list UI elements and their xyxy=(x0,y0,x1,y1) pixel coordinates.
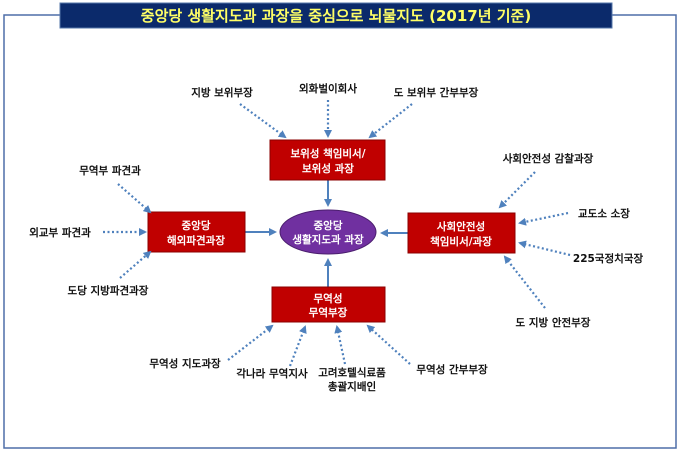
source-label: 도 보위부 간부부장 xyxy=(394,86,479,99)
source-label: 무역성 지도과장 xyxy=(149,357,221,370)
center-line1: 중앙당 xyxy=(314,219,343,232)
box-public-safety-line2: 책임비서/과장 xyxy=(430,235,492,248)
source-label: 외화벌이회사 xyxy=(299,82,357,95)
box-overseas-line1: 중앙당 xyxy=(182,219,211,232)
source-label: 교도소 소장 xyxy=(578,207,630,220)
dotted-arrow xyxy=(117,183,152,214)
source-label: 외교부 파견과 xyxy=(29,226,91,239)
dotted-arrow xyxy=(334,325,347,365)
dotted-arrow xyxy=(239,103,287,139)
dotted-arrow xyxy=(227,324,274,361)
dotted-arrow xyxy=(503,255,546,309)
source-label: 무역부 파견과 xyxy=(79,164,141,177)
frame-border xyxy=(3,14,677,449)
box-security-line1: 보위성 책임비서/ xyxy=(290,147,365,160)
box-security-line2: 보위성 과장 xyxy=(302,162,354,175)
source-label: 지방 보위부장 xyxy=(191,86,253,99)
center-line2: 생활지도과 과장 xyxy=(292,233,364,246)
source-label: 각나라 무역지사 xyxy=(236,367,308,380)
source-label: 무역성 간부부장 xyxy=(416,363,488,376)
dotted-arrow xyxy=(498,171,536,209)
title-bar xyxy=(59,2,613,29)
dotted-arrow xyxy=(518,240,571,257)
box-overseas-line2: 해외파견과장 xyxy=(167,234,225,247)
box-trade-line1: 무역성 xyxy=(314,292,343,305)
source-label: 총괄지배인 xyxy=(328,380,376,393)
dotted-arrow xyxy=(288,325,307,367)
source-label: 사회안전성 감찰과장 xyxy=(503,152,594,165)
dotted-arrow xyxy=(119,250,152,279)
box-trade xyxy=(271,286,386,323)
box-trade-line2: 무역부장 xyxy=(309,306,348,319)
box-overseas xyxy=(147,211,246,253)
dotted-arrow xyxy=(366,324,411,365)
box-security xyxy=(269,139,386,181)
dotted-arrow xyxy=(368,103,413,139)
dotted-arrow xyxy=(518,211,569,226)
source-label: 고려호텔식료품 xyxy=(318,366,386,379)
box-public-safety-line1: 사회안전성 xyxy=(437,220,485,233)
source-label: 도 지방 안전부장 xyxy=(516,316,591,329)
box-public-safety xyxy=(407,212,516,254)
source-label: 도당 지방파견과장 xyxy=(68,284,149,297)
title: 중앙당 생활지도과 과장을 중심으로 뇌물지도 (2017년 기준) xyxy=(141,7,531,25)
center-node xyxy=(279,209,377,255)
source-label: 225국정치국장 xyxy=(573,252,644,265)
